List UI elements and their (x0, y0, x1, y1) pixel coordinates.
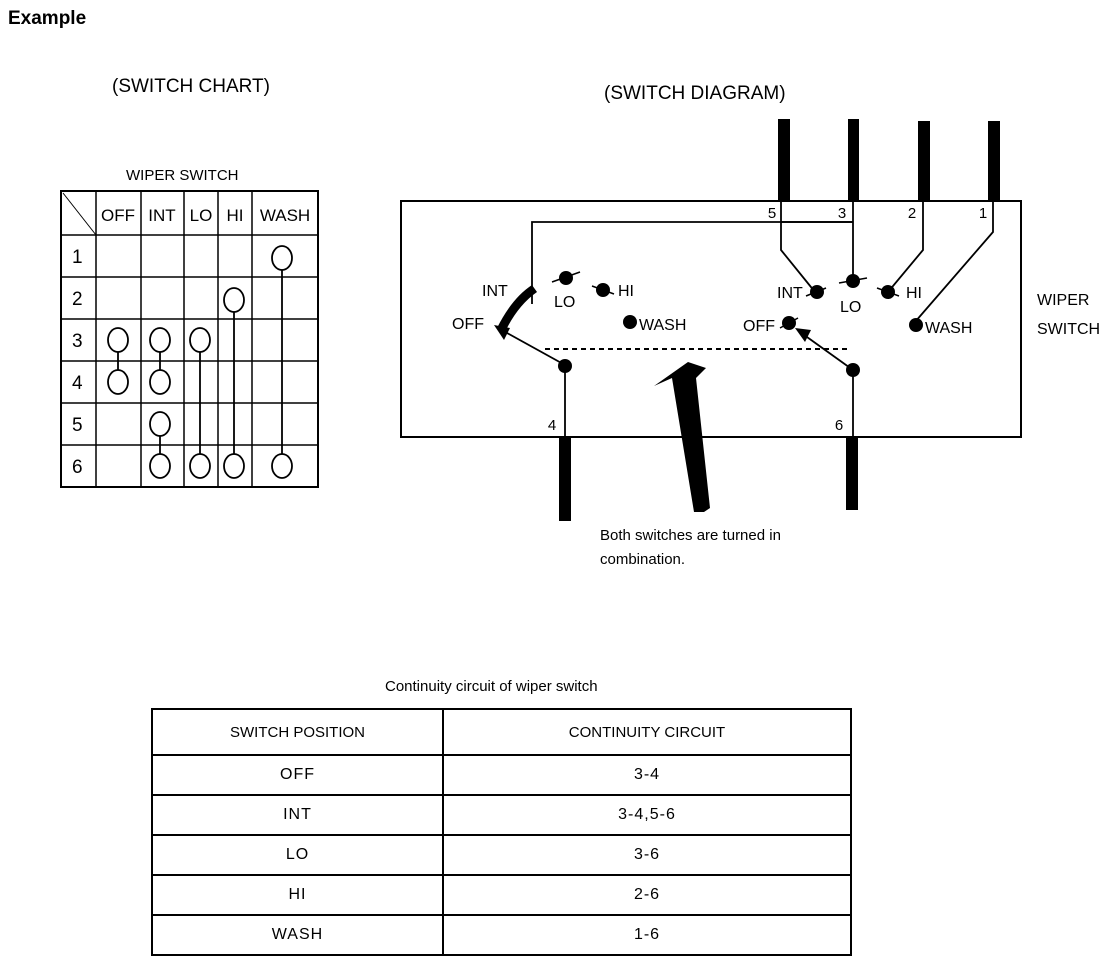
chart-row-label: 3 (72, 331, 83, 352)
chart-row-label: 2 (72, 289, 83, 310)
chart-col-header: HI (227, 206, 244, 225)
left-common-contact (558, 359, 572, 373)
terminal-label: 3 (838, 205, 846, 222)
wire (914, 202, 994, 323)
continuity-circle (271, 245, 293, 271)
chart-row-label: 5 (72, 415, 83, 436)
chart-row-label: 4 (72, 373, 83, 394)
left-wash-contact (623, 315, 637, 329)
wire (887, 202, 924, 293)
terminal-4-lead (559, 436, 571, 521)
terminal-label: 6 (835, 417, 843, 434)
side-label-line: SWITCH (1037, 321, 1100, 338)
chart-col-header: LO (190, 206, 213, 225)
left-wash-label: WASH (639, 317, 686, 334)
right-off-contact (782, 316, 796, 330)
terminal-6-lead (846, 436, 858, 510)
continuity-table: SWITCH POSITION CONTINUITY CIRCUIT OFF 3… (151, 708, 852, 956)
note-line: Both switches are turned in (600, 527, 781, 544)
terminal-2-lead (918, 121, 930, 202)
switch-chart-title: (SWITCH CHART) (112, 76, 270, 97)
terminal-1-lead (988, 121, 1000, 202)
circuit-cell: 3-4,5-6 (442, 794, 852, 836)
left-off-label: OFF (452, 316, 484, 333)
circuit-cell: 3-6 (442, 834, 852, 876)
wiper-arm (497, 327, 566, 366)
note-line: combination. (600, 551, 686, 568)
terminal-label: 5 (768, 205, 776, 222)
position-cell: WASH (151, 914, 444, 956)
terminal-label: 1 (979, 205, 987, 222)
terminal-5-lead (778, 119, 790, 202)
page-heading: Example (8, 8, 87, 29)
right-lo-contact (846, 274, 860, 288)
continuity-table-caption: Continuity circuit of wiper switch (385, 678, 598, 695)
continuity-circle (189, 453, 211, 479)
right-wash-contact (909, 318, 923, 332)
chart-col-header: INT (148, 206, 175, 225)
position-cell: HI (151, 874, 444, 916)
continuity-circle (189, 327, 211, 353)
chart-row-label: 1 (72, 247, 83, 268)
continuity-circle (107, 327, 129, 353)
position-cell: OFF (151, 754, 444, 796)
wiper-arm (799, 331, 854, 371)
position-cell: LO (151, 834, 444, 876)
chart-col-header: OFF (101, 206, 135, 225)
terminal-label: 4 (548, 417, 556, 434)
circuit-cell: 3-4 (442, 754, 852, 796)
continuity-circle (149, 411, 171, 437)
left-lo-label: LO (554, 294, 575, 311)
wire (780, 222, 816, 293)
combination-note: Both switches are turned in combination. (600, 524, 781, 572)
left-lo-contact (559, 271, 573, 285)
right-wash-label: WASH (925, 320, 972, 337)
continuity-circle (149, 453, 171, 479)
left-int-contact (497, 285, 537, 334)
arm-arrowhead (494, 325, 510, 340)
table-row: INT 3-4,5-6 (151, 794, 852, 836)
right-hi-contact (881, 285, 895, 299)
left-hi-contact (596, 283, 610, 297)
annotation-arrow (654, 362, 710, 512)
table-row: HI 2-6 (151, 874, 852, 916)
chart-col-header: WASH (260, 206, 310, 225)
terminal-label: 2 (908, 205, 916, 222)
table-row: LO 3-6 (151, 834, 852, 876)
right-int-label: INT (777, 285, 803, 302)
side-label-line: WIPER (1037, 292, 1089, 309)
table-row: OFF 3-4 (151, 754, 852, 796)
continuity-circle (149, 327, 171, 353)
circuit-cell: 2-6 (442, 874, 852, 916)
chart-corner-diagonal (62, 192, 97, 236)
switch-chart-grid: OFF INT LO HI WASH 1 2 3 4 5 6 (60, 190, 319, 488)
right-int-contact (810, 285, 824, 299)
table-header-cell: SWITCH POSITION (151, 708, 444, 756)
table-header-row: SWITCH POSITION CONTINUITY CIRCUIT (151, 708, 852, 756)
table-row: WASH 1-6 (151, 914, 852, 956)
arm-arrowhead (795, 328, 811, 342)
switch-chart-caption: WIPER SWITCH (126, 167, 239, 184)
table-header-cell: CONTINUITY CIRCUIT (442, 708, 852, 756)
continuity-circle (223, 453, 245, 479)
continuity-circle (223, 287, 245, 313)
wire (531, 221, 853, 304)
switch-housing (400, 200, 1022, 438)
continuity-circle (271, 453, 293, 479)
right-off-label: OFF (743, 318, 775, 335)
left-hi-label: HI (618, 283, 634, 300)
terminal-3-lead (848, 119, 859, 202)
left-int-label: INT (482, 283, 508, 300)
continuity-circle (107, 369, 129, 395)
switch-diagram-title: (SWITCH DIAGRAM) (604, 83, 786, 104)
circuit-cell: 1-6 (442, 914, 852, 956)
position-cell: INT (151, 794, 444, 836)
continuity-circle (149, 369, 171, 395)
chart-row-label: 6 (72, 457, 83, 478)
right-lo-label: LO (840, 299, 861, 316)
right-common-contact (846, 363, 860, 377)
right-hi-label: HI (906, 285, 922, 302)
